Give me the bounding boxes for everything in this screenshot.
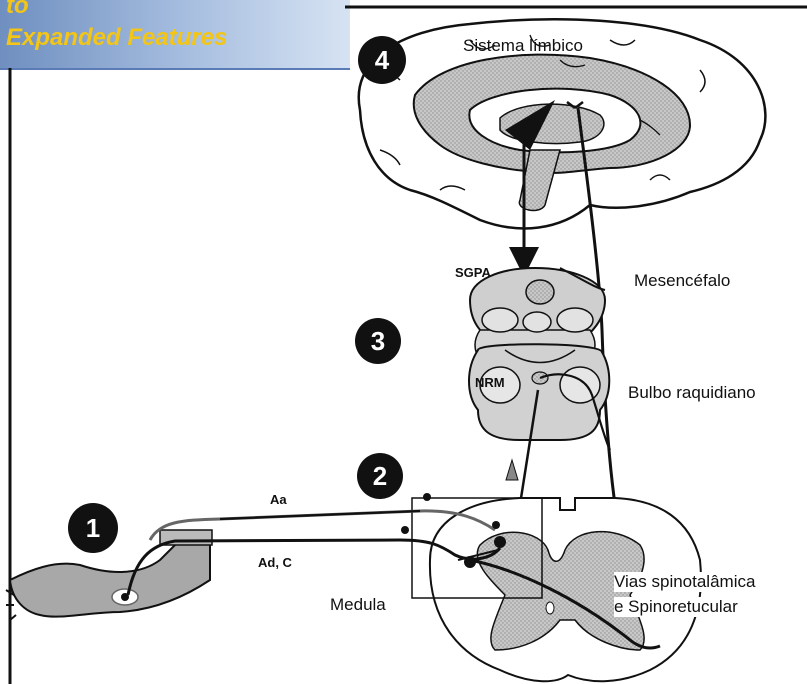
label-fiber-ad-c: Ad, C [258,555,292,570]
label-nrm: NRM [475,375,505,390]
medulla-section [469,344,609,440]
step-badge-2: 2 [357,453,403,499]
label-fiber-aa: Aa [270,492,287,507]
step-badge-4: 4 [358,36,406,84]
step-badge-3: 3 [355,318,401,364]
label-medula: Medula [330,595,386,615]
label-sistema-limbico: Sistema límbico [463,36,583,56]
label-vias-line1: Vias spinotalâmica [614,572,755,592]
label-vias-line2: e Spinoretucular [614,597,738,617]
label-mesencefalo: Mesencéfalo [634,271,730,291]
step-badge-1: 1 [68,503,118,553]
label-bulbo-raquidiano: Bulbo raquidiano [628,383,756,403]
label-sgpa: SGPA [455,265,491,280]
